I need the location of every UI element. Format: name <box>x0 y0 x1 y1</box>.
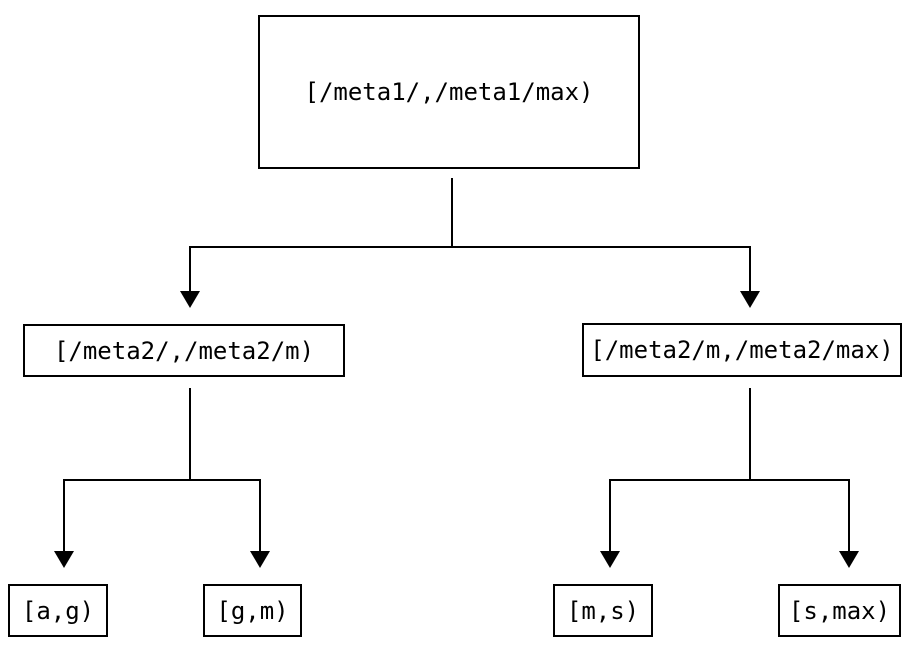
arrowhead-icon <box>839 551 859 568</box>
node-right-interval: [/meta2/m,/meta2/max) <box>582 323 902 377</box>
node-leaf-smax: [s,max) <box>778 584 901 637</box>
arrowhead-icon <box>600 551 620 568</box>
edge-left-node-to-leaves <box>54 388 270 568</box>
node-leaf-ag: [a,g) <box>8 584 108 637</box>
node-leaf-ms: [m,s) <box>553 584 653 637</box>
arrowhead-icon <box>740 291 760 308</box>
edge-right-node-to-leaves <box>600 388 859 568</box>
edge-root-to-children <box>180 178 760 308</box>
arrowhead-icon <box>180 291 200 308</box>
arrowhead-icon <box>250 551 270 568</box>
arrowhead-icon <box>54 551 74 568</box>
node-leaf-gm: [g,m) <box>203 584 302 637</box>
node-left-interval: [/meta2/,/meta2/m) <box>23 324 345 377</box>
node-root-interval: [/meta1/,/meta1/max) <box>258 15 640 169</box>
